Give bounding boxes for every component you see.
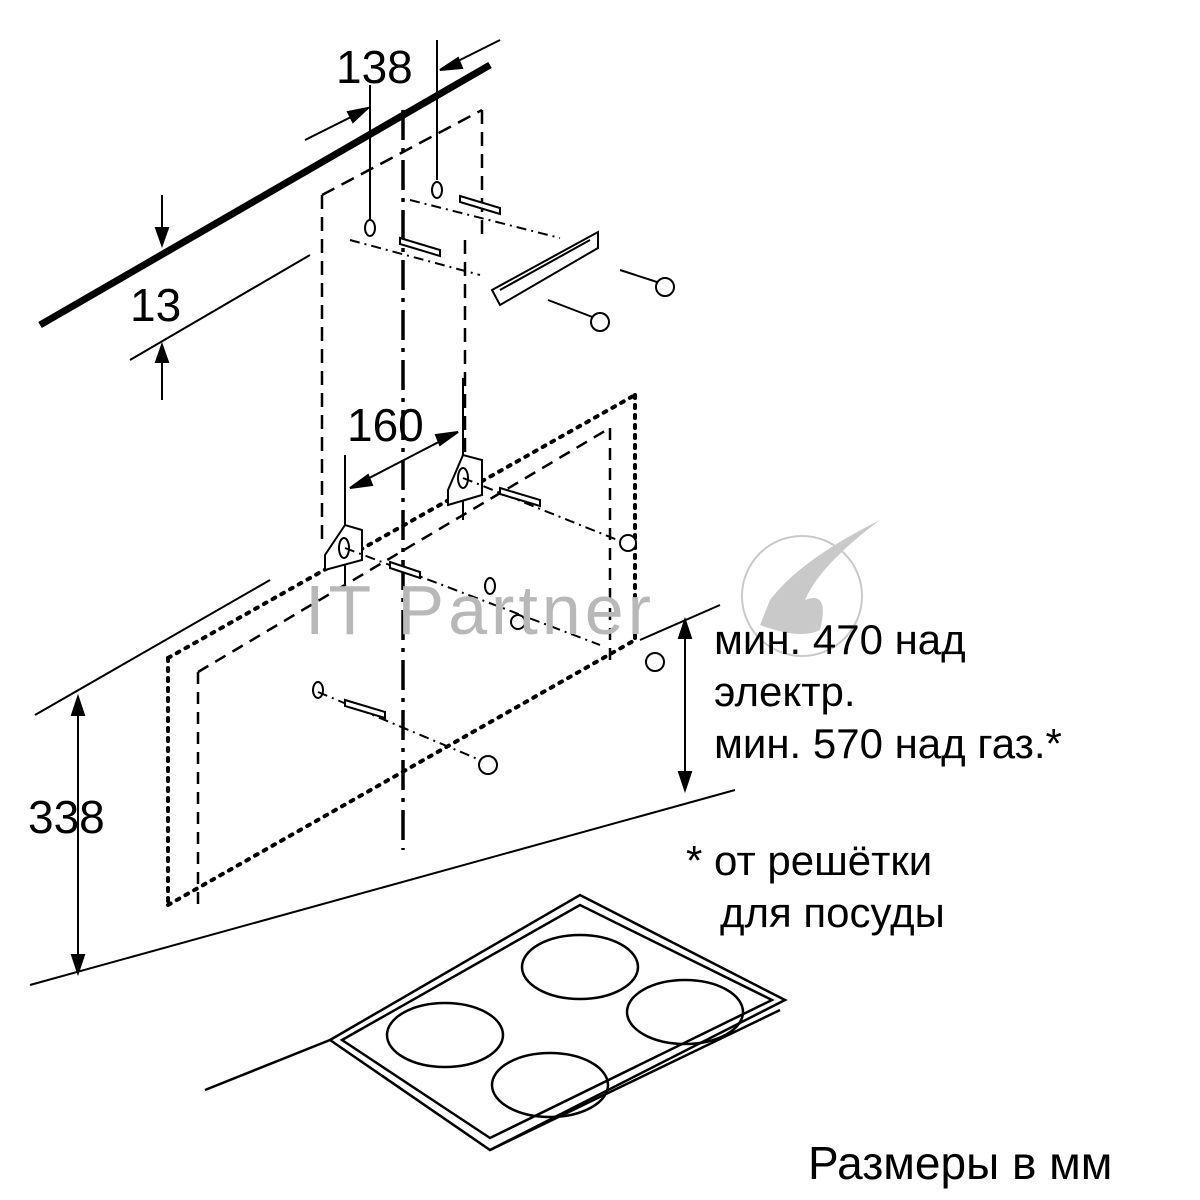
clearance-note: мин. 470 над электр. мин. 570 над газ.* [714,614,1062,770]
lower-mounting-hardware [312,453,665,775]
top-mounting-hardware [349,181,675,332]
watermark-logo [741,520,880,657]
clearance-note-line1: мин. 470 над [714,616,966,663]
dim-338-lines [70,693,86,977]
burner-front-left [385,1001,505,1069]
watermark-text: IT Partner [305,571,655,649]
dimension-13-label: 13 [130,279,182,331]
dim-clearance-lines [677,616,693,794]
dimension-138-label: 138 [336,41,413,93]
wall-lines [29,579,736,986]
hood-outline-dotted [166,393,637,907]
burner-back-right [625,978,745,1046]
clearance-note-line3: мин. 570 над газ.* [714,720,1062,767]
footnote: * от решётки для посуды [686,835,945,939]
dimension-338-label: 338 [28,791,105,843]
burner-front-right [490,1051,610,1119]
clearance-note-line2: электр. [714,668,856,715]
units-label: Размеры в мм [808,1137,1113,1189]
footnote-line1: * от решётки [686,837,933,884]
dim-13-lines [129,195,311,400]
burner-back-left [520,933,640,1001]
chimney-outline [320,108,484,540]
dimension-160-label: 160 [347,399,424,451]
dim-138-lines [304,39,501,230]
ceiling-edge [38,61,492,329]
footnote-line2: для посуды [720,889,945,936]
cooktop [204,893,788,1152]
